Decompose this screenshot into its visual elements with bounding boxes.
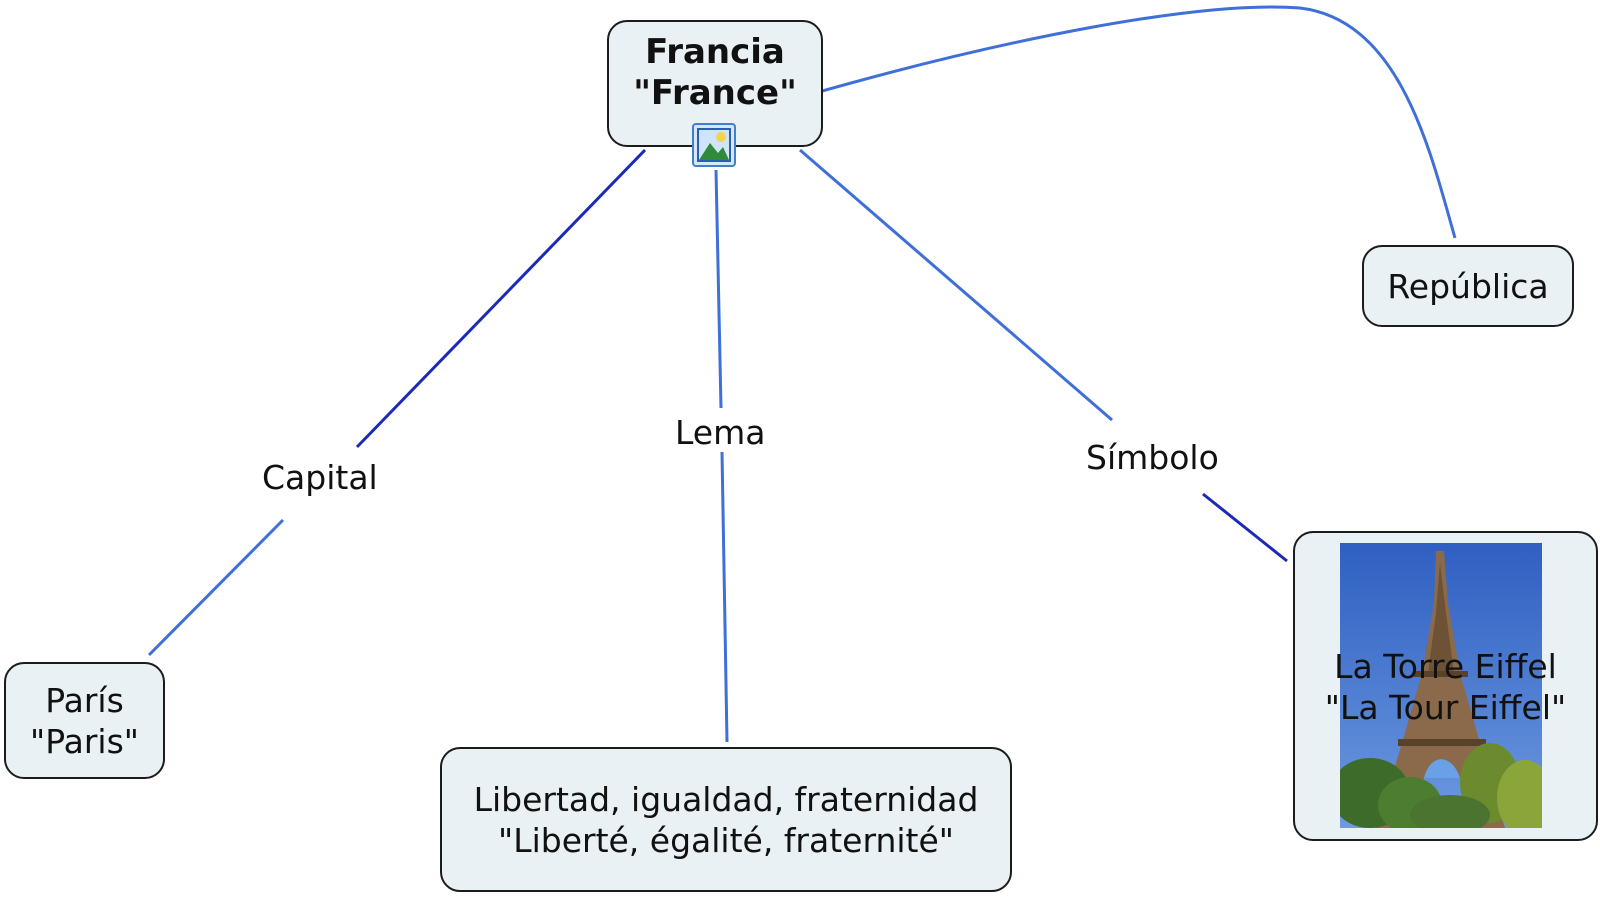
node-paris-line2: "Paris" — [30, 721, 139, 761]
link-lema-node — [720, 451, 729, 743]
root-node-subtitle: "France" — [633, 72, 797, 113]
node-eiffel-line2: "La Tour Eiffel" — [1324, 688, 1567, 727]
link-label-simbolo: Símbolo — [1086, 438, 1219, 477]
node-eiffel-line1: La Torre Eiffel — [1334, 647, 1557, 686]
eiffel-tower-photo — [1330, 543, 1553, 836]
link-root-lema — [714, 169, 723, 409]
link-root-simbolo — [799, 148, 1113, 422]
node-lema[interactable]: Libertad, igualdad, fraternidad "Liberté… — [440, 747, 1012, 892]
link-capital-paris — [147, 518, 285, 657]
link-label-capital: Capital — [262, 458, 378, 497]
root-node-title: Francia — [645, 31, 785, 72]
node-eiffel-text: La Torre Eiffel "La Tour Eiffel" — [1293, 646, 1598, 728]
link-root-republica — [807, 5, 1457, 239]
node-republica-label: República — [1387, 266, 1549, 306]
node-paris-line1: París — [45, 680, 124, 720]
link-root-capital — [355, 148, 647, 449]
node-lema-line2: "Liberté, égalité, fraternité" — [498, 820, 954, 860]
node-lema-line1: Libertad, igualdad, fraternidad — [473, 779, 979, 819]
link-simbolo-eiffel — [1202, 492, 1288, 563]
link-label-lema: Lema — [675, 413, 766, 452]
node-paris[interactable]: París "Paris" — [4, 662, 165, 779]
image-icon[interactable] — [692, 123, 736, 167]
node-republica[interactable]: República — [1362, 245, 1574, 327]
